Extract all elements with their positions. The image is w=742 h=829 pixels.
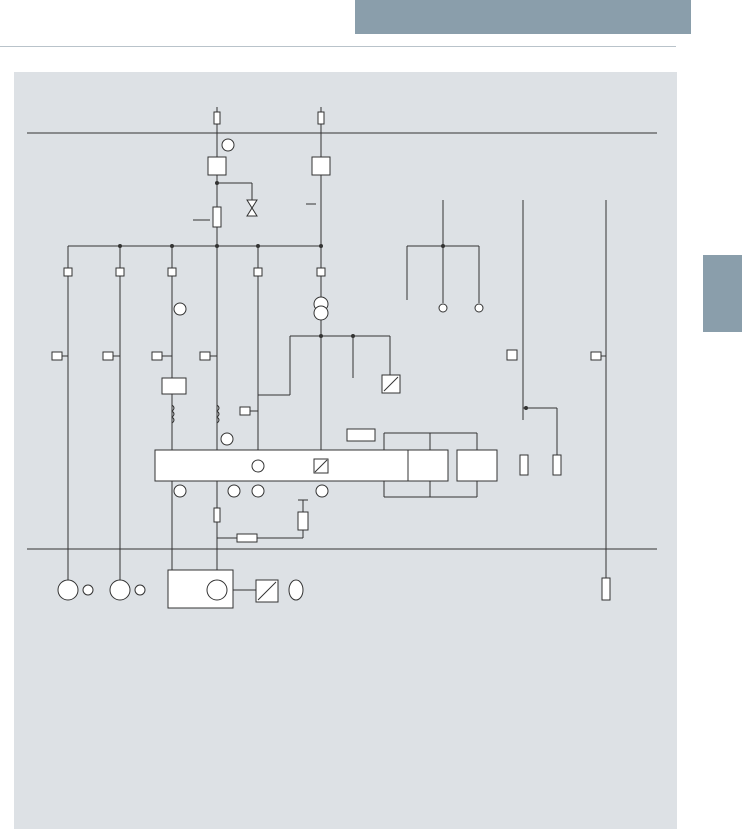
side-section-tab[interactable] bbox=[703, 255, 742, 332]
lower-circuit bbox=[167, 481, 309, 609]
motor-icon bbox=[206, 579, 228, 601]
branch-4 bbox=[199, 351, 234, 446]
motor-icon bbox=[109, 579, 131, 601]
control-box bbox=[154, 428, 498, 498]
motor-branch-1 bbox=[51, 246, 94, 601]
right-feeder-1 bbox=[506, 200, 562, 476]
heating-element-icon bbox=[519, 454, 529, 476]
incoming-feeder-1 bbox=[193, 107, 258, 545]
header-rule bbox=[0, 46, 676, 47]
motor-icon bbox=[288, 579, 304, 601]
circuit-breaker-icon bbox=[311, 156, 331, 176]
heating-element-icon bbox=[552, 454, 562, 476]
incoming-feeder-2 bbox=[306, 107, 331, 300]
transformer-branch bbox=[290, 267, 401, 450]
branch-5 bbox=[239, 246, 291, 450]
heating-element-icon bbox=[601, 577, 611, 601]
motor-icon bbox=[57, 579, 79, 601]
motor-branch-2 bbox=[102, 246, 146, 601]
indicator-lamp-icon bbox=[438, 303, 448, 313]
branch-3 bbox=[151, 246, 187, 570]
right-feeder-2 bbox=[590, 200, 611, 601]
lamp-circuit bbox=[406, 200, 484, 313]
rectifier-icon bbox=[246, 199, 258, 217]
indicator-lamp-icon bbox=[474, 303, 484, 313]
circuit-breaker-icon bbox=[207, 156, 227, 176]
header-bar bbox=[355, 0, 691, 34]
